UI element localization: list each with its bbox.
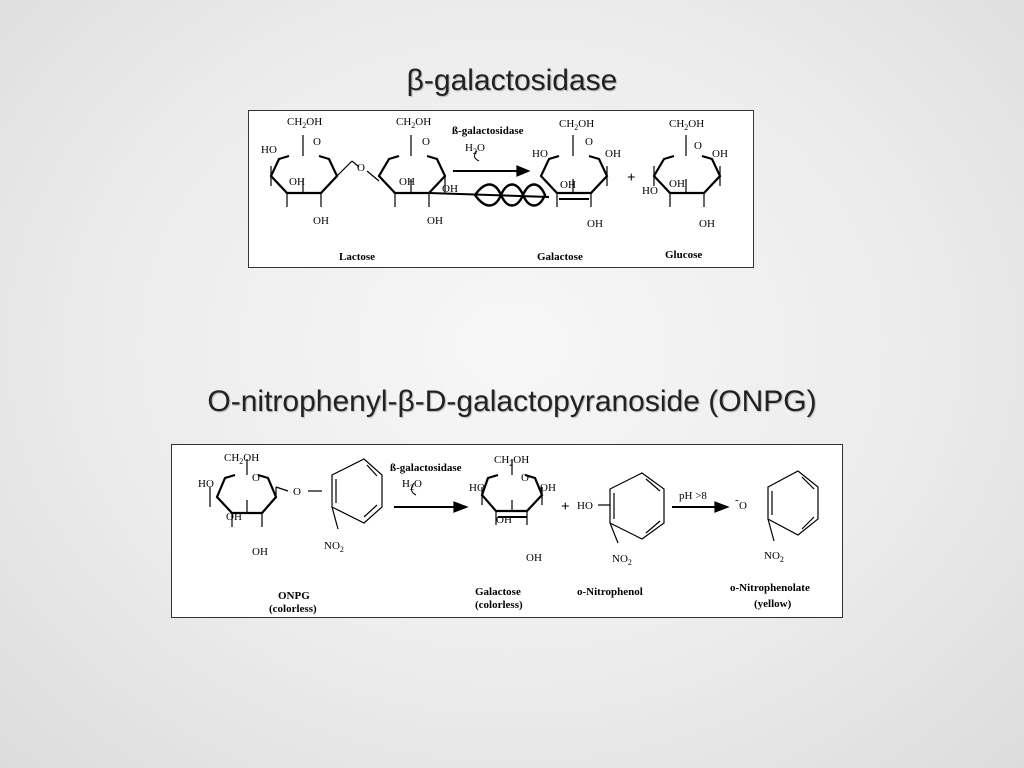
plus-sign: + bbox=[561, 499, 570, 515]
galactose-product-ring bbox=[480, 459, 544, 525]
onpg-hydrolysis-panel: CH2OH O HO OH OH O NO2 ß-galactosidase H… bbox=[171, 444, 843, 618]
lactose-hydrolysis-panel: CH2OH O HO OH OH O CH2OH O OH OH OH ß-ga… bbox=[248, 110, 754, 268]
oh-label: OH bbox=[442, 183, 458, 195]
nitrophenolate-label: o-Nitrophenolate bbox=[730, 582, 810, 594]
nitrophenolate-yellow-label: (yellow) bbox=[754, 598, 792, 610]
no2-label: NO2 bbox=[612, 553, 632, 567]
ring-oxygen-label: O bbox=[585, 136, 593, 148]
lactose-label: Lactose bbox=[339, 251, 375, 263]
no2-label: NO2 bbox=[764, 550, 784, 564]
oh-label: OH bbox=[712, 148, 728, 160]
water-label: H2O bbox=[402, 478, 422, 492]
glucose-label: Glucose bbox=[665, 249, 702, 261]
oh-label: OH bbox=[226, 511, 242, 523]
galactose-colorless-label: (colorless) bbox=[475, 599, 523, 611]
ho-label: HO bbox=[469, 482, 485, 494]
lactose-reaction-diagram: CH2OH O HO OH OH O CH2OH O OH OH OH ß-ga… bbox=[261, 116, 728, 263]
oh-label: OH bbox=[313, 215, 329, 227]
oh-label: OH bbox=[560, 179, 576, 191]
nitrophenol-benzene-ring bbox=[598, 472, 665, 544]
bridge-oxygen-label: O bbox=[357, 162, 365, 174]
ho-label: HO bbox=[261, 144, 277, 156]
oh-label: OH bbox=[526, 552, 542, 564]
ring-oxygen-label: O bbox=[521, 472, 529, 484]
minus-charge: - bbox=[735, 494, 739, 506]
water-label: H2O bbox=[465, 142, 485, 156]
oh-label: OH bbox=[669, 178, 685, 190]
ho-label: HO bbox=[532, 148, 548, 160]
oh-label: OH bbox=[587, 218, 603, 230]
ch2oh-label: CH2OH bbox=[669, 118, 704, 132]
ch2oh-label: CH2OH bbox=[224, 452, 259, 466]
oh-label: OH bbox=[496, 514, 512, 526]
oh-label: OH bbox=[699, 218, 715, 230]
no2-label: NO2 bbox=[324, 540, 344, 554]
oh-label: OH bbox=[289, 176, 305, 188]
oh-label: OH bbox=[252, 546, 268, 558]
ph-label: pH >8 bbox=[679, 490, 707, 502]
lactose-galactose-ring bbox=[269, 135, 353, 207]
ho-label: HO bbox=[642, 185, 658, 197]
ring-oxygen-label: O bbox=[694, 140, 702, 152]
ch2oh-label: CH2OH bbox=[494, 454, 529, 468]
oh-label: OH bbox=[427, 215, 443, 227]
onpg-label: ONPG bbox=[278, 590, 310, 602]
title-onpg: O-nitrophenyl-β-D-galactopyranoside (ONP… bbox=[207, 385, 817, 418]
ch2oh-label: CH2OH bbox=[287, 116, 322, 130]
oh-label: OH bbox=[399, 176, 415, 188]
onpg-colorless-label: (colorless) bbox=[269, 603, 317, 615]
galactose-label: Galactose bbox=[475, 586, 521, 598]
ring-oxygen-label: O bbox=[313, 136, 321, 148]
onpg-benzene-ring bbox=[331, 458, 383, 530]
ring-oxygen-label: O bbox=[422, 136, 430, 148]
onpg-galactose-ring bbox=[209, 459, 322, 527]
enzyme-label: ß-galactosidase bbox=[452, 125, 524, 137]
ho-label: HO bbox=[198, 478, 214, 490]
phenolate-oxygen-label: O bbox=[739, 500, 747, 512]
nitrophenolate-benzene-ring bbox=[767, 470, 819, 542]
lactose-glucose-ring bbox=[377, 135, 447, 207]
oh-label: OH bbox=[540, 482, 556, 494]
galactose-label: Galactose bbox=[537, 251, 583, 263]
oh-label: OH bbox=[605, 148, 621, 160]
ch2oh-label: CH2OH bbox=[396, 116, 431, 130]
enzyme-label: ß-galactosidase bbox=[390, 462, 462, 474]
ho-label: HO bbox=[577, 500, 593, 512]
bridge-oxygen-label: O bbox=[293, 486, 301, 498]
plus-sign: + bbox=[627, 170, 636, 186]
nitrophenol-label: o-Nitrophenol bbox=[577, 586, 643, 598]
glucose-product-ring bbox=[652, 135, 722, 207]
ring-oxygen-label: O bbox=[252, 472, 260, 484]
galactose-product-ring bbox=[539, 135, 609, 207]
ch2oh-label: CH2OH bbox=[559, 118, 594, 132]
title-beta-galactosidase: β-galactosidase bbox=[406, 64, 618, 97]
onpg-reaction-diagram: CH2OH O HO OH OH O NO2 ß-galactosidase H… bbox=[198, 452, 819, 615]
